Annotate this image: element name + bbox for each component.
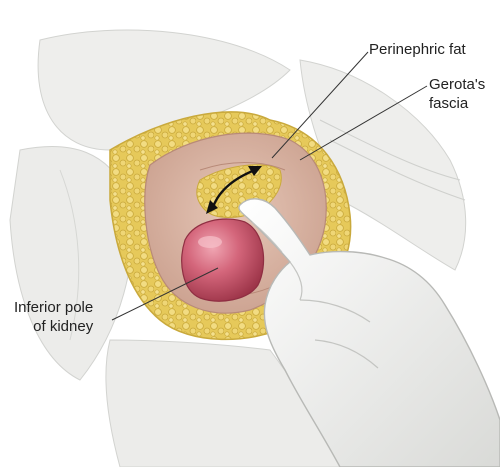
label-inferior-pole-line-1: Inferior pole (14, 299, 94, 316)
leader-line-gerotas-fascia (299, 85, 428, 161)
label-inferior-pole-of-kidney: Inferior pole of kidney (14, 298, 93, 336)
label-gerotas-fascia-line-1: Gerota's (429, 76, 486, 93)
label-gerotas-fascia-line-2: fascia (429, 95, 469, 112)
double-headed-curved-arrow-icon (206, 166, 262, 214)
label-perinephric-fat: Perinephric fat (369, 40, 466, 59)
gloved-hand (238, 198, 500, 467)
leader-line-inferior-pole (111, 267, 219, 321)
kidney-inferior-pole (181, 218, 265, 302)
label-inferior-pole-line-2: of kidney (33, 318, 94, 335)
label-gerotas-fascia: Gerota's fascia (429, 75, 485, 113)
leader-line-perinephric-fat (271, 51, 369, 159)
leader-lines (111, 51, 428, 321)
label-perinephric-fat-text: Perinephric fat (369, 41, 466, 58)
